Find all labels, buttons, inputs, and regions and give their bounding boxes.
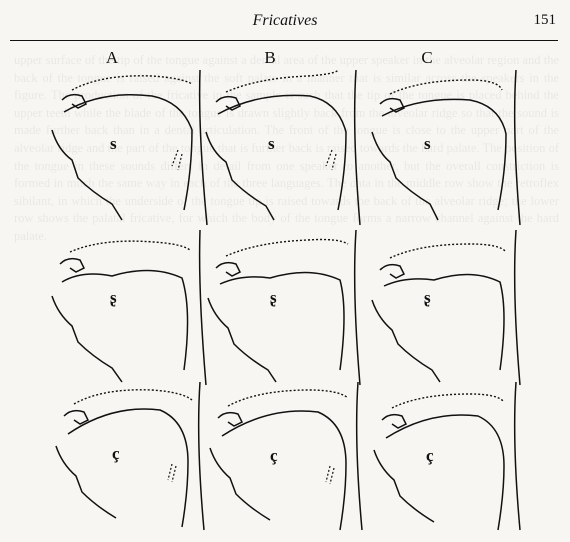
phonetic-symbol: ç — [426, 446, 434, 466]
phonetic-symbol: s — [424, 134, 431, 154]
phonetic-symbol: ç — [270, 446, 278, 466]
tract-diagram-b-row1: s — [198, 70, 378, 230]
tract-diagram-b-row2: ʂ — [198, 230, 378, 390]
column-label-b: B — [250, 48, 290, 68]
vocal-tract-outline — [42, 230, 222, 390]
page-number: 151 — [534, 12, 557, 29]
vocal-tract-outline — [42, 382, 222, 532]
vocal-tract-outline — [198, 70, 378, 230]
tract-diagram-a-row3: ç — [42, 382, 222, 542]
phonetic-symbol: s — [110, 134, 117, 154]
running-title: Fricatives — [0, 12, 570, 30]
tract-diagram-c-row1: s — [360, 70, 540, 230]
phonetic-symbol: ʂ — [110, 288, 117, 308]
vocal-tract-outline — [360, 230, 540, 390]
tract-diagram-b-row3: ç — [198, 382, 378, 542]
tract-diagram-c-row3: ç — [360, 382, 540, 542]
vocal-tract-outline — [42, 70, 222, 230]
column-label-c: C — [407, 48, 447, 68]
vocal-tract-outline — [360, 382, 540, 532]
tract-diagram-c-row2: ʂ — [360, 230, 540, 390]
tract-diagram-a-row1: s — [42, 70, 222, 230]
column-label-a: A — [92, 48, 132, 68]
header-rule — [10, 40, 558, 41]
phonetic-symbol: ʂ — [270, 288, 277, 308]
phonetic-symbol: s — [268, 134, 275, 154]
tract-diagram-a-row2: ʂ — [42, 230, 222, 390]
phonetic-symbol: ç — [112, 444, 120, 464]
phonetic-symbol: ʂ — [424, 288, 431, 308]
running-header: Fricatives 151 — [0, 12, 570, 36]
vocal-tract-outline — [198, 382, 378, 532]
vocal-tract-outline — [198, 230, 378, 390]
vocal-tract-outline — [360, 70, 540, 230]
